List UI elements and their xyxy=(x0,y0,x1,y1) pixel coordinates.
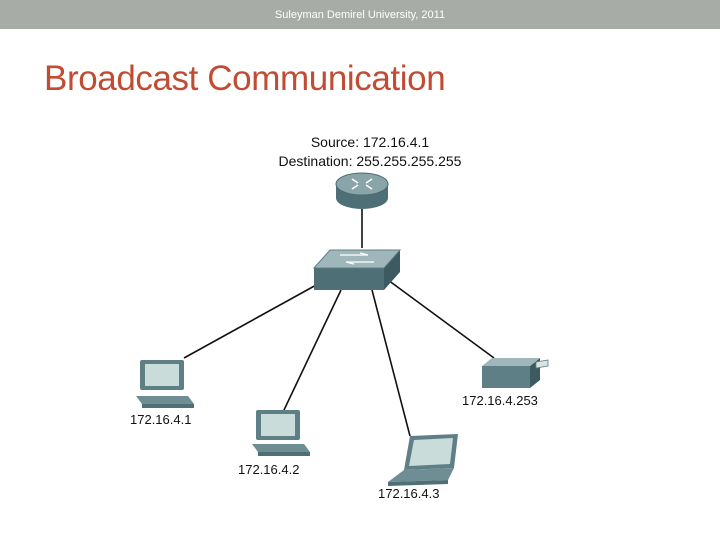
host2-desktop-pc-icon[interactable] xyxy=(252,410,310,456)
slide-header-text: Suleyman Demirel University, 2011 xyxy=(274,9,446,21)
host1-desktop-pc-icon[interactable] xyxy=(136,360,194,408)
slide-title: Broadcast Communication xyxy=(44,59,446,98)
destination-label: Destination: 255.255.255.255 xyxy=(279,153,462,169)
link-switch-host4 xyxy=(387,279,495,359)
header-band xyxy=(0,0,720,29)
source-label: Source: 172.16.4.1 xyxy=(311,134,430,150)
link-switch-host1 xyxy=(183,283,319,359)
host4-address: 172.16.4.253 xyxy=(462,393,538,408)
host4-printer-icon[interactable] xyxy=(482,358,549,388)
link-switch-host2 xyxy=(283,289,342,411)
router-icon[interactable] xyxy=(335,172,389,209)
host3-laptop-icon[interactable] xyxy=(388,434,458,486)
host3-address: 172.16.4.3 xyxy=(378,486,439,501)
network-links xyxy=(183,208,495,437)
host1-address: 172.16.4.1 xyxy=(130,412,191,427)
host2-address: 172.16.4.2 xyxy=(238,462,299,477)
link-switch-host3 xyxy=(371,289,411,437)
switch-icon[interactable] xyxy=(312,249,402,290)
